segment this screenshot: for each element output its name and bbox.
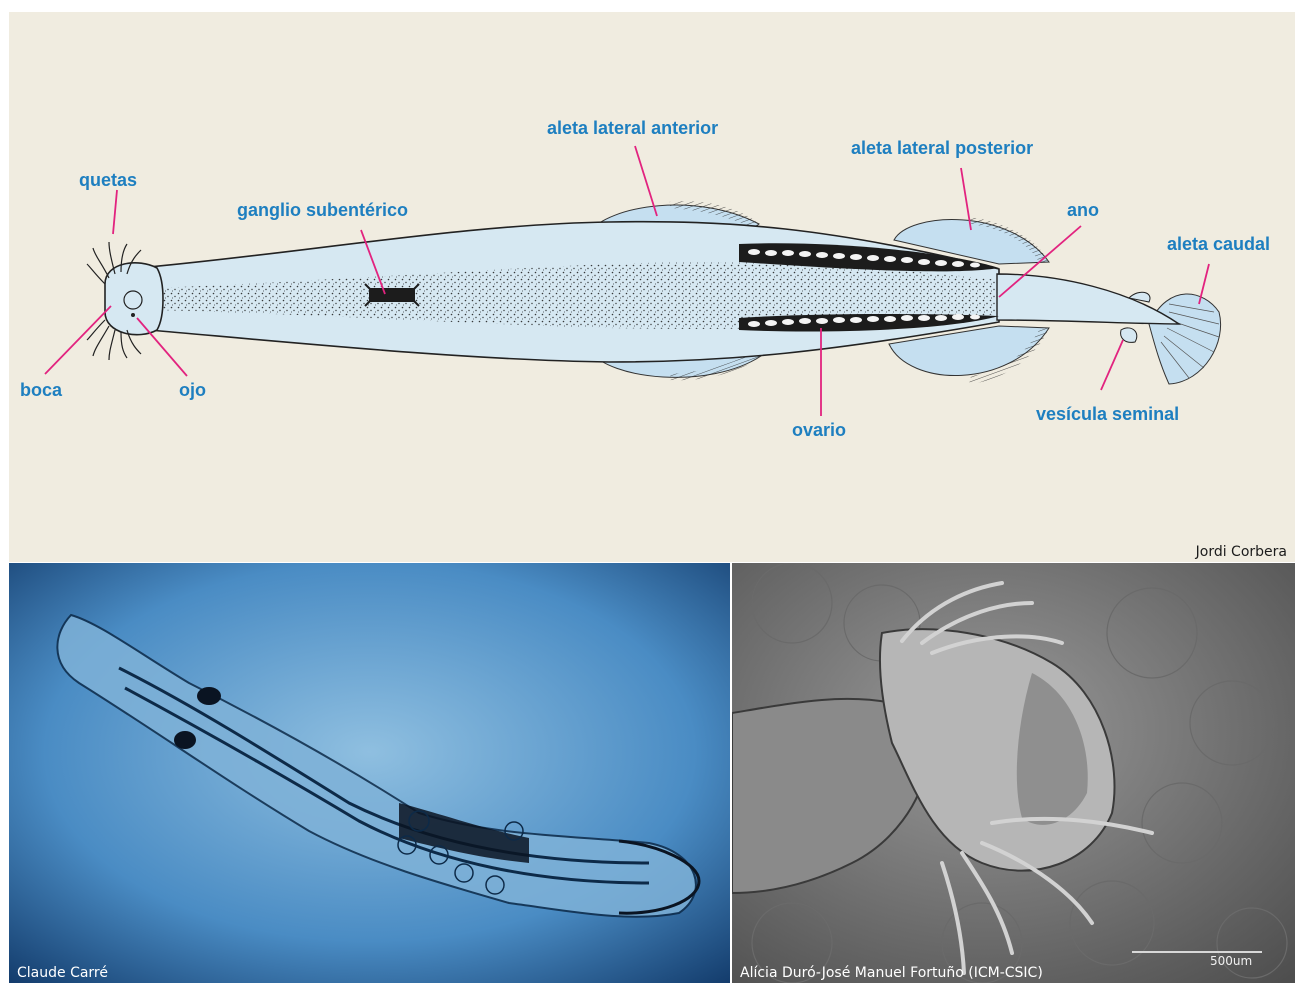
label-aleta-caudal: aleta caudal bbox=[1167, 234, 1270, 254]
label-quetas: quetas bbox=[79, 170, 137, 190]
label-ovario: ovario bbox=[792, 420, 846, 440]
micrograph-sem-svg: 500um Alícia Duró-José Manuel Fortuño (I… bbox=[732, 563, 1295, 983]
label-boca: boca bbox=[20, 380, 63, 400]
label-ano: ano bbox=[1067, 200, 1099, 220]
photo-left-credit: Claude Carré bbox=[17, 965, 108, 981]
anatomy-diagram: quetas ganglio subentérico aleta lateral… bbox=[9, 12, 1295, 562]
anatomy-diagram-svg: quetas ganglio subentérico aleta lateral… bbox=[9, 12, 1295, 562]
diagram-credit: Jordi Corbera bbox=[1195, 544, 1287, 560]
label-ojo: ojo bbox=[179, 380, 206, 400]
label-aleta-lateral-posterior: aleta lateral posterior bbox=[851, 138, 1033, 158]
micrograph-sem: 500um Alícia Duró-José Manuel Fortuño (I… bbox=[732, 563, 1295, 983]
photo-right-credit: Alícia Duró-José Manuel Fortuño (ICM-CSI… bbox=[740, 965, 1043, 981]
micrograph-light-svg: Claude Carré bbox=[9, 563, 730, 983]
label-ganglio-subenterico: ganglio subentérico bbox=[237, 200, 408, 220]
micrograph-light: Claude Carré bbox=[9, 563, 730, 983]
label-vesicula-seminal: vesícula seminal bbox=[1036, 404, 1179, 424]
scale-bar-label: 500um bbox=[1210, 954, 1252, 968]
label-aleta-lateral-anterior: aleta lateral anterior bbox=[547, 118, 718, 138]
